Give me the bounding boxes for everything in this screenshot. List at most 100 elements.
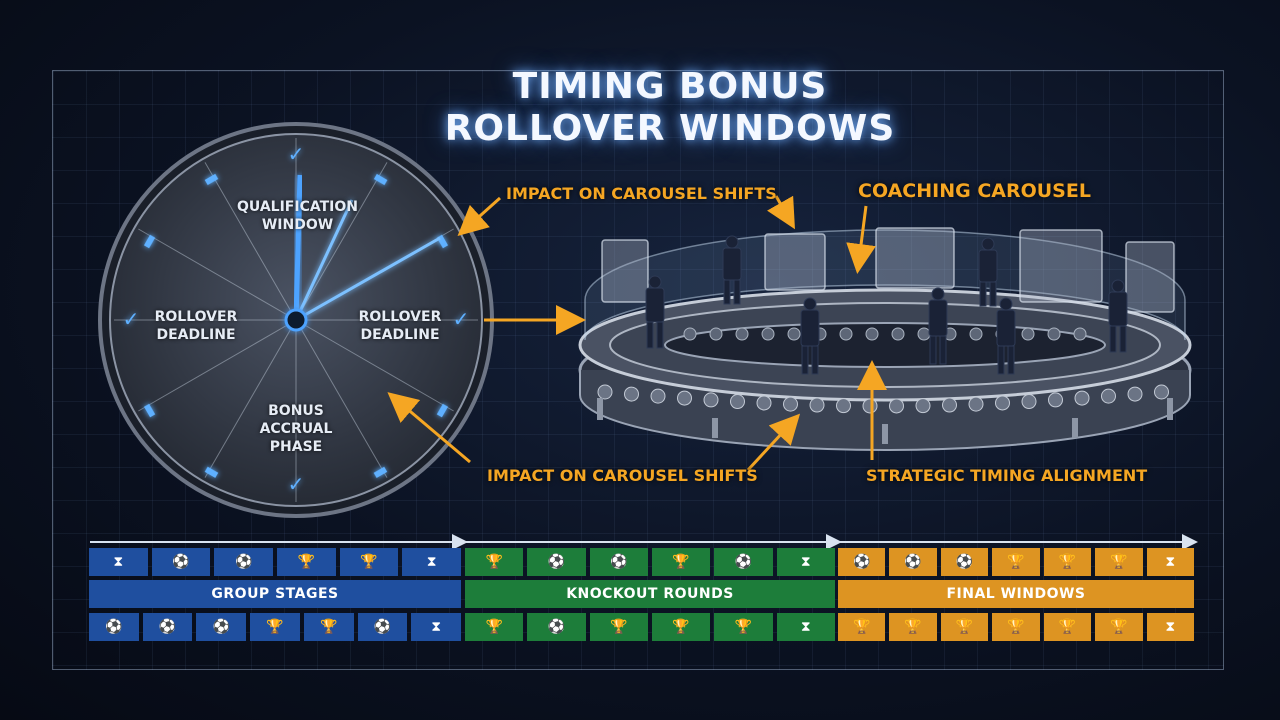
- trophy-icon: 🏆: [651, 548, 711, 576]
- title-line-1: TIMING BONUS: [512, 66, 828, 107]
- clock-divider-line: [138, 228, 297, 321]
- phase-icons-top-group-stages: ⧗⚽⚽🏆🏆⧗: [89, 548, 462, 576]
- ball-icon: ⚽: [527, 613, 586, 641]
- checkmark-icon: ✓: [288, 472, 305, 496]
- ball-icon: ⚽: [889, 548, 937, 576]
- trophy-icon: 🏆: [465, 548, 524, 576]
- trophy-icon: 🏆: [1095, 548, 1143, 576]
- roller-wheel: [1021, 327, 1035, 341]
- callout-impact-top: IMPACT ON CAROUSEL SHIFTS: [506, 184, 777, 203]
- callout-strategic-timing: STRATEGIC TIMING ALIGNMENT: [866, 466, 1148, 485]
- callout-impact-bottom: IMPACT ON CAROUSEL SHIFTS: [487, 466, 758, 485]
- trophy-icon: 🏆: [1043, 548, 1092, 576]
- ball-icon: ⚽: [589, 548, 648, 576]
- checkmark-icon: ✓: [288, 142, 305, 166]
- roller-wheel: [1101, 388, 1116, 404]
- ball-icon: ⚽: [151, 548, 211, 576]
- hourglass-icon: ⧗: [1146, 613, 1194, 641]
- roller-wheel: [1047, 327, 1061, 341]
- checkmark-icon: ✓: [123, 307, 140, 331]
- roller-wheel: [995, 395, 1010, 411]
- ball-icon: ⚽: [940, 548, 989, 576]
- coaching-carousel: [578, 227, 1192, 451]
- trophy-icon: 🏆: [1043, 613, 1092, 641]
- trophy-icon: 🏆: [651, 613, 711, 641]
- clock-divider-line: [295, 162, 388, 321]
- clock-divider-line: [138, 319, 297, 412]
- roller-wheel: [683, 327, 697, 341]
- trophy-icon: 🏆: [992, 548, 1040, 576]
- phase-bar-group-stages: GROUP STAGES: [89, 580, 461, 608]
- ball-icon: ⚽: [142, 613, 193, 641]
- trophy-icon: 🏆: [465, 613, 524, 641]
- roller-wheel: [891, 327, 905, 341]
- roller-wheel: [889, 398, 904, 414]
- trophy-icon: 🏆: [992, 613, 1040, 641]
- trophy-icon: 🏆: [838, 613, 886, 641]
- clock-divider-line: [295, 319, 388, 478]
- hourglass-icon: ⧗: [411, 613, 462, 641]
- roller-wheel: [1127, 386, 1143, 402]
- roller-wheel: [865, 327, 879, 341]
- ball-icon: ⚽: [838, 548, 886, 576]
- clock-divider-line: [204, 162, 297, 321]
- callout-coaching-carousel: COACHING CAROUSEL: [858, 180, 1091, 202]
- roller-wheel: [761, 327, 775, 341]
- ball-icon: ⚽: [196, 613, 247, 641]
- checkmark-icon: ✓: [453, 307, 470, 331]
- roller-wheel: [709, 327, 723, 341]
- title-line-2: ROLLOVER WINDOWS: [444, 108, 896, 149]
- trophy-icon: 🏆: [1095, 613, 1143, 641]
- trophy-icon: 🏆: [889, 613, 937, 641]
- roller-wheel: [836, 398, 851, 414]
- hourglass-icon: ⧗: [776, 548, 835, 576]
- roller-wheel: [862, 398, 878, 414]
- roller-wheel: [624, 386, 639, 402]
- roller-wheel: [787, 327, 801, 341]
- hourglass-icon: ⧗: [402, 548, 462, 576]
- roller-wheel: [969, 327, 983, 341]
- roller-wheel: [1154, 384, 1169, 400]
- roller-wheel: [730, 394, 745, 410]
- roller-wheel: [1073, 327, 1087, 341]
- ball-icon: ⚽: [214, 548, 274, 576]
- trophy-icon: 🏆: [250, 613, 300, 641]
- hourglass-icon: ⧗: [1146, 548, 1194, 576]
- ball-icon: ⚽: [714, 548, 773, 576]
- phase-icons-top-final: ⚽⚽⚽🏆🏆🏆⧗: [838, 548, 1194, 576]
- roller-wheel: [650, 388, 666, 404]
- trophy-icon: 🏆: [940, 613, 989, 641]
- trophy-icon: 🏆: [277, 548, 336, 576]
- roller-wheel: [1021, 394, 1037, 410]
- phase-icons-top-knockout: 🏆⚽⚽🏆⚽⧗: [465, 548, 835, 576]
- ball-icon: ⚽: [89, 613, 139, 641]
- phase-icons-bottom-knockout: 🏆⚽🏆🏆🏆⧗: [465, 613, 835, 641]
- roller-wheel: [809, 397, 825, 413]
- clock-divider-line: [295, 319, 454, 412]
- trophy-icon: 🏆: [714, 613, 773, 641]
- roller-wheel: [1048, 392, 1063, 408]
- hourglass-icon: ⧗: [89, 548, 148, 576]
- roller-wheel: [677, 390, 692, 406]
- trophy-icon: 🏆: [303, 613, 354, 641]
- roller-wheel: [917, 327, 931, 341]
- roller-wheel: [915, 398, 931, 414]
- roller-wheel: [942, 397, 957, 413]
- roller-wheel: [1074, 390, 1090, 406]
- phase-icons-bottom-final: 🏆🏆🏆🏆🏆🏆⧗: [838, 613, 1194, 641]
- phase-bar-knockout-rounds: KNOCKOUT ROUNDS: [465, 580, 835, 608]
- roller-wheel: [783, 396, 798, 412]
- phase-bar-final-windows: FINAL WINDOWS: [838, 580, 1194, 608]
- trophy-icon: 🏆: [339, 548, 399, 576]
- roller-wheel: [756, 395, 772, 411]
- roller-wheel: [968, 396, 984, 412]
- phase-icons-bottom-group-stages: ⚽⚽⚽🏆🏆⚽⧗: [89, 613, 462, 641]
- ball-icon: ⚽: [357, 613, 408, 641]
- clock-divider-line: [204, 319, 297, 478]
- roller-wheel: [839, 327, 853, 341]
